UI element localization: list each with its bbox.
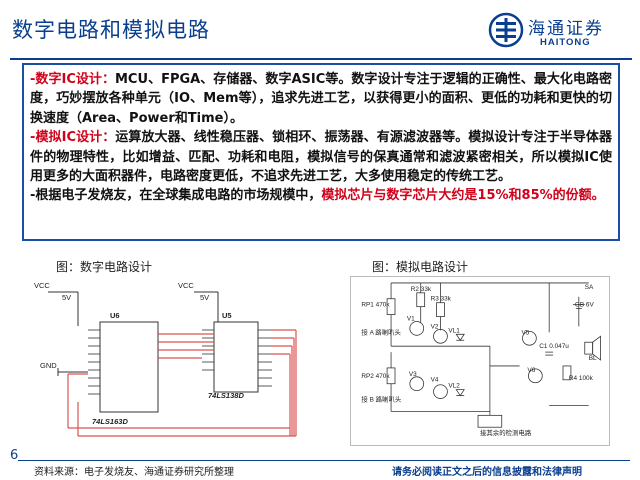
gb-label: GB 6V — [575, 302, 595, 309]
digital-text: MCU、FPGA、存储器、数字ASIC等。数字设计专注于逻辑的正确性、最大化电路… — [30, 72, 612, 126]
chip-u5 — [213, 321, 259, 393]
v4-label: V4 — [431, 377, 439, 384]
page-title: 数字电路和模拟电路 — [12, 18, 210, 42]
vcc-left-label: VCC — [34, 281, 50, 290]
c1-label: C1 0.047u — [539, 343, 569, 350]
rp2-label: RP2 470k — [361, 373, 390, 380]
digital-paragraph: -数字IC设计：MCU、FPGA、存储器、数字ASIC等。数字设计专注于逻辑的正… — [30, 70, 612, 128]
chip-74ls138d-label: 74LS138D — [208, 391, 244, 400]
u5-label: U5 — [222, 311, 232, 320]
page-number: 6 — [10, 448, 19, 463]
chip-74ls163d-label: 74LS163D — [92, 417, 128, 426]
analog-label: -模拟IC设计： — [30, 130, 116, 146]
analog-text: 运算放大器、线性稳压器、锁相环、振荡器、有源滤波器等。模拟设计专注于半导体器件的… — [30, 130, 612, 185]
right-figure-caption: 图：模拟电路设计 — [372, 260, 469, 274]
v5-right-label: 5V — [200, 293, 209, 302]
u6-label: U6 — [110, 311, 120, 320]
haitong-logo-icon — [488, 12, 524, 48]
footer-rule — [18, 460, 630, 461]
note-label: 接其余的检测电路 — [480, 428, 532, 437]
input-a-label: 接 A 路喇叭头 — [361, 327, 401, 336]
input-b-label: 接 B 路喇叭头 — [361, 395, 401, 404]
left-figure-caption: 图：数字电路设计 — [56, 260, 153, 274]
v5-left-label: 5V — [62, 293, 71, 302]
v1-label: V1 — [407, 315, 415, 322]
r2-label: R2 33k — [411, 286, 432, 293]
gnd-label: GND — [40, 361, 57, 370]
logo-cn-text: 海通证券 — [528, 19, 604, 39]
vcc-right-label: VCC — [178, 281, 194, 290]
market-lead: -根据电子发烧友，在全球集成电路的市场规模中， — [30, 188, 322, 204]
market-highlight: 模拟芯片与数字芯片大约是15%和85%的份额。 — [321, 188, 605, 204]
r3-label: R3 33k — [431, 296, 452, 303]
v2-label: V2 — [431, 323, 439, 330]
legal-disclaimer: 请务必阅读正文之后的信息披露和法律声明 — [392, 467, 582, 478]
header-rule — [10, 58, 632, 60]
sa-label: SA — [585, 284, 594, 291]
bl-label: BL — [589, 355, 597, 362]
rp1-label: RP1 470k — [361, 302, 390, 309]
digital-label: -数字IC设计： — [30, 72, 115, 87]
haitong-logo: 海通证券 HAITONG — [488, 8, 633, 56]
vl2-label: VL2 — [448, 383, 460, 390]
summary-box: -数字IC设计：MCU、FPGA、存储器、数字ASIC等。数字设计专注于逻辑的正… — [22, 63, 620, 241]
analog-circuit-diagram: R2 33k R3 33k RP1 470k RP2 470k V1 V2 V3… — [350, 276, 610, 446]
r4-label: R4 100k — [569, 375, 594, 382]
market-paragraph: -根据电子发烧友，在全球集成电路的市场规模中，模拟芯片与数字芯片大约是15%和8… — [30, 186, 612, 205]
v3-label: V3 — [409, 371, 417, 378]
source-note: 资料来源：电子发烧友、海通证券研究所整理 — [34, 467, 234, 478]
digital-circuit-diagram: VCC 5V VCC 5V GND U6 U5 74LS163D 74LS138… — [34, 281, 297, 437]
vl1-label: VL1 — [448, 327, 460, 334]
analog-paragraph: -模拟IC设计：运算放大器、线性稳压器、锁相环、振荡器、有源滤波器等。模拟设计专… — [30, 128, 612, 186]
logo-en-text: HAITONG — [540, 37, 591, 48]
chip-u6 — [99, 321, 159, 413]
